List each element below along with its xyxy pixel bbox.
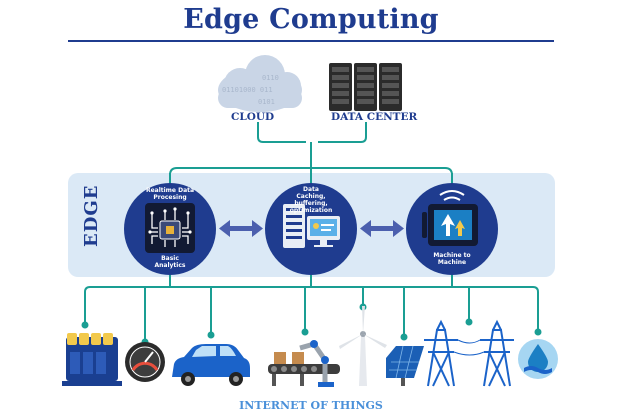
server-monitor-icon [283,204,340,248]
server-rack-icon [329,63,402,111]
battery-modules-icon [62,333,122,386]
wind-turbine-icon [339,306,387,386]
title-divider [68,40,554,42]
iot-connector-lines [84,275,539,342]
bidirectional-arrow-icon [360,220,404,237]
solar-panel-icon [386,345,424,386]
gauge-icon [125,342,165,382]
data-center-label: DATA CENTER [331,111,418,123]
machine-tablet-icon [422,190,478,246]
robotic-assembly-icon [268,340,340,387]
svg-text:01101000 011: 01101000 011 [222,86,273,94]
bidirectional-arrow-icon [219,220,263,237]
cpu-chip-icon [145,203,195,253]
edge-label: EDGE [81,184,102,247]
svg-text:0101: 0101 [258,98,275,106]
cloud-label: CLOUD [231,111,275,123]
cloud-icon [218,55,302,112]
power-tower-icon [424,319,458,387]
water-drop-icon [518,339,558,379]
power-tower-icon [480,319,514,387]
iot-label: INTERNET OF THINGS [239,399,383,412]
cloud-binary-text: 0110 01101000 011 0101 [222,74,279,106]
page-title: Edge Computing [183,4,439,35]
cloud-connector-lines [169,122,453,190]
svg-text:0110: 0110 [262,74,279,82]
connector-dots [81,303,542,346]
car-icon [172,344,250,386]
